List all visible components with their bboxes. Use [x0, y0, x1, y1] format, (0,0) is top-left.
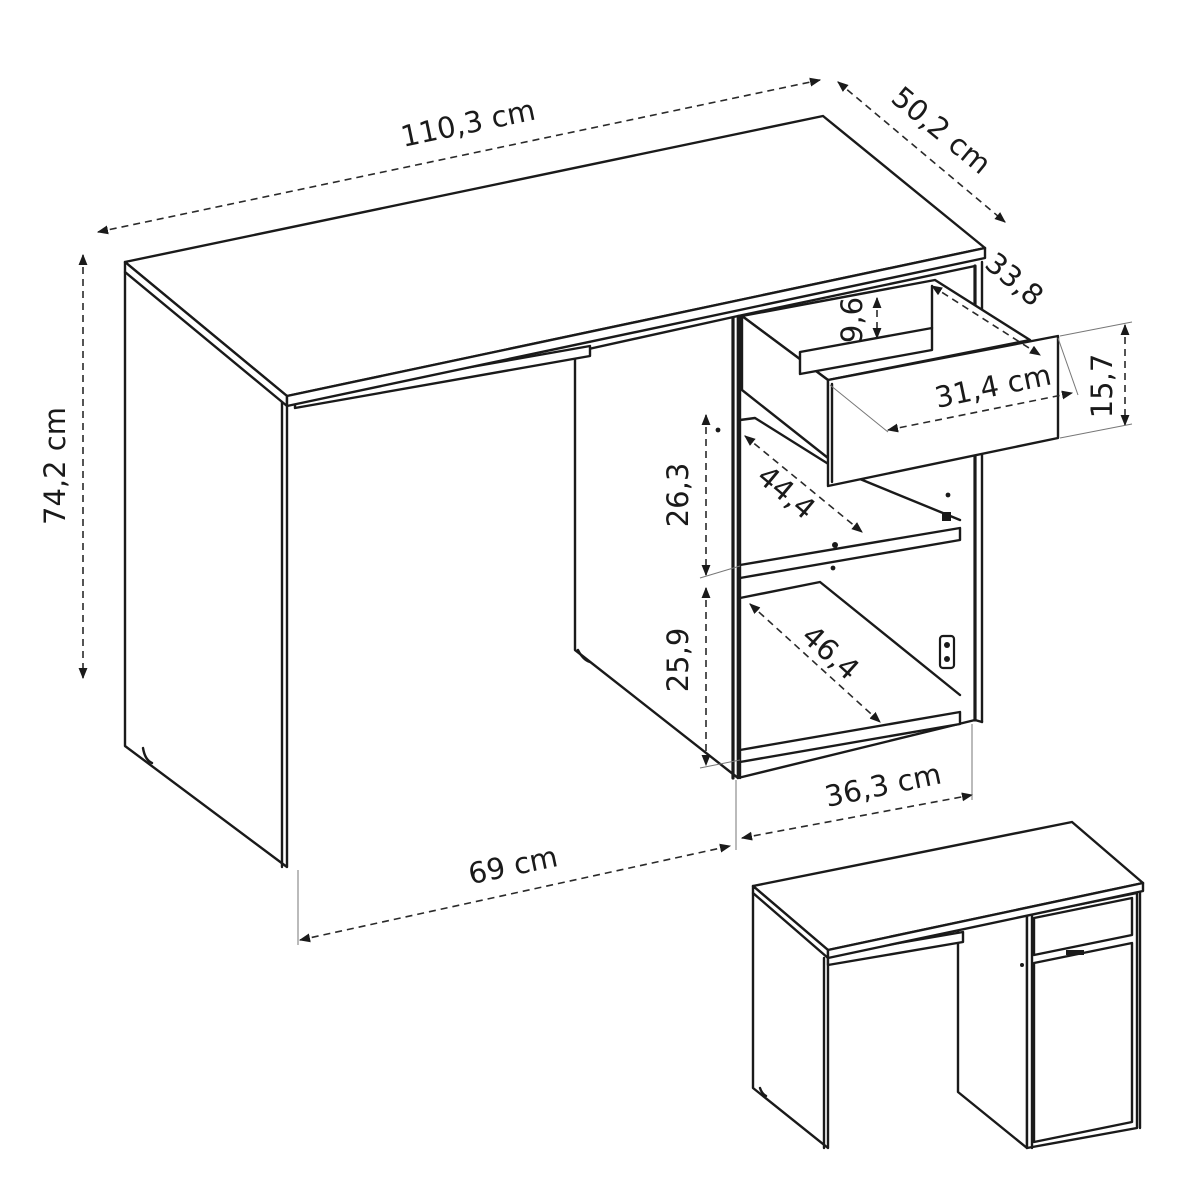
dim-line-depth: [837, 81, 1006, 223]
label-drawer-height: 15,7: [1085, 354, 1119, 419]
dim-line-lower-depth: [749, 603, 881, 723]
middle-shelf: [738, 526, 962, 580]
label-lower-height: 25,9: [661, 628, 695, 693]
label-cabinet-width: 36,3 cm: [822, 757, 944, 814]
bottom-shelf: [738, 710, 962, 764]
dim-line-legroom: [298, 843, 732, 943]
label-width-total: 110,3 cm: [398, 93, 539, 154]
dim-line-drawer-depth: [931, 285, 1041, 356]
label-drawer-inner: 9,6: [835, 297, 869, 343]
dim-line-upper-depth: [744, 435, 863, 533]
closed-desk-thumbnail: [751, 820, 1145, 1150]
label-legroom: 69 cm: [465, 839, 560, 891]
label-depth-total: 50,2 cm: [885, 80, 998, 181]
dim-line-cabinet-width: [740, 792, 974, 841]
thumbnail-door: [1032, 941, 1134, 1144]
desk-drawing: [123, 114, 1060, 869]
dim-line-drawer-width: [886, 390, 1074, 433]
label-upper-height: 26,3: [661, 463, 695, 528]
hinge-icon: [938, 634, 956, 670]
thumbnail-drawer: [1032, 896, 1134, 957]
label-height-total: 74,2 cm: [38, 407, 72, 525]
dim-line-width: [96, 77, 822, 235]
dimension-lines: [78, 77, 1133, 945]
label-drawer-depth: 33,8: [979, 246, 1050, 314]
